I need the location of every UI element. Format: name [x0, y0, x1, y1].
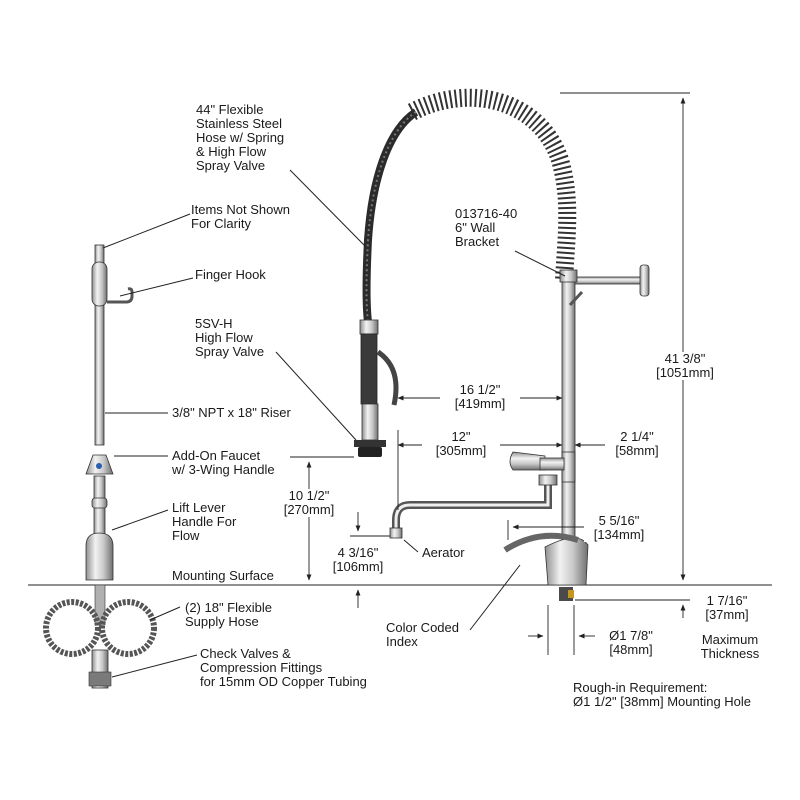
finger-hook: [107, 287, 134, 304]
dim-spout-12: 12" [305mm]: [422, 430, 500, 458]
spray-valve-label: 5SV-H High Flow Spray Valve: [195, 316, 265, 359]
dim-reach-16: 16 1/2" [419mm]: [440, 383, 520, 411]
dim-thickness-1-716: 1 7/16" [37mm]: [694, 594, 760, 622]
flexible-hose: [362, 108, 419, 323]
wall-bracket-label: 013716-40 6" Wall Bracket: [455, 206, 518, 249]
finger-hook-label: Finger Hook: [195, 267, 266, 282]
dim-offset-2-14: 2 1/4" [58mm]: [606, 430, 668, 458]
lift-lever-label: Lift Lever Handle For Flow: [172, 500, 237, 543]
dim-width-5-516: 5 5/16" [134mm]: [584, 514, 654, 542]
dim-diameter-1-78: Ø1 7/8" [48mm]: [598, 629, 664, 657]
supply-hose-right: [99, 599, 157, 657]
spring-coil: [407, 88, 577, 281]
supply-hose-label: (2) 18" Flexible Supply Hose: [185, 600, 272, 629]
supply-hose-left: [43, 599, 101, 657]
rough-in-label: Rough-in Requirement: Ø1 1/2" [38mm] Mou…: [573, 680, 752, 709]
check-valves-label: Check Valves & Compression Fittings for …: [200, 646, 367, 689]
items-not-shown-label: Items Not Shown For Clarity: [191, 202, 290, 231]
dim-height-4-316: 4 3/16" [106mm]: [322, 546, 394, 574]
pre-rinse-assembly: [354, 88, 650, 601]
hose-label: 44" Flexible Stainless Steel Hose w/ Spr…: [196, 102, 285, 173]
max-thickness-label: Maximum Thickness: [700, 632, 760, 661]
side-view-assembly: [43, 244, 157, 689]
mounting-surface-label: Mounting Surface: [172, 568, 274, 583]
dim-height-10-12: 10 1/2" [270mm]: [272, 489, 346, 517]
riser-label: 3/8" NPT x 18" Riser: [172, 405, 291, 420]
dim-height-total: 41 3/8" [1051mm]: [640, 352, 730, 380]
add-on-faucet-label: Add-On Faucet w/ 3-Wing Handle: [172, 448, 275, 477]
aerator-label: Aerator: [422, 545, 465, 560]
color-index-label: Color Coded Index: [386, 620, 459, 649]
